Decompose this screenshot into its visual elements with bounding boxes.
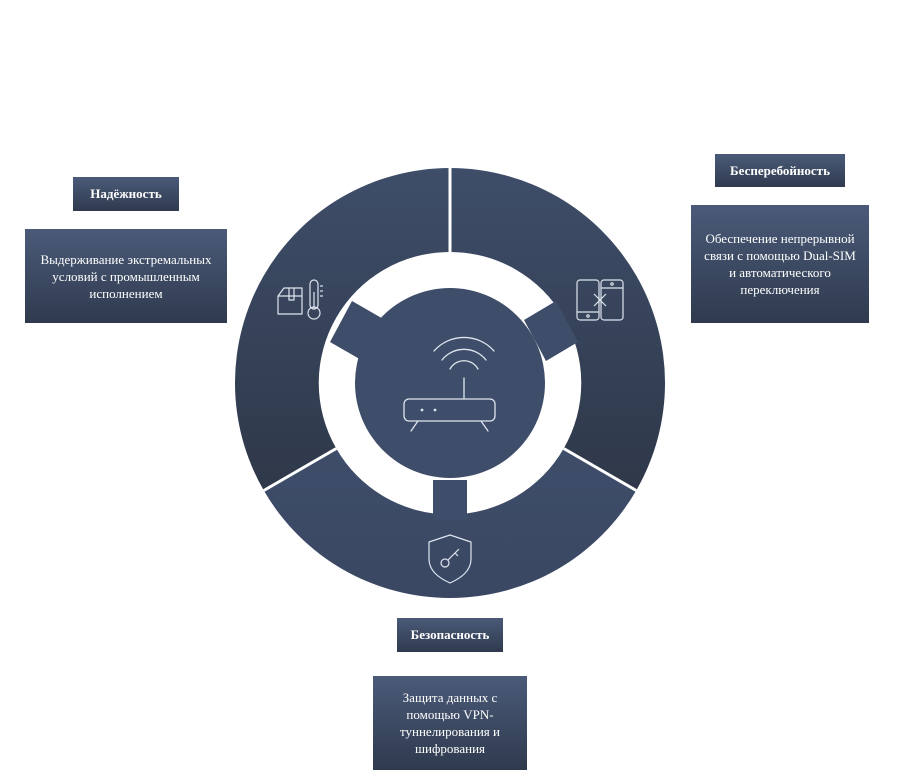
reliability-description: Выдерживание экстремальных условий с про…: [25, 229, 227, 323]
security-title: Безопасность: [397, 618, 503, 652]
segment-uninterrupted: [450, 168, 666, 491]
dual-phone-icon: [576, 279, 624, 321]
wifi-router-icon: [403, 336, 496, 432]
uninterrupted-title: Бесперебойность: [715, 154, 845, 187]
box-thermometer-icon: [277, 279, 323, 320]
shield-key-icon: [428, 534, 472, 584]
reliability-title: Надёжность: [73, 177, 179, 211]
reliability-description-text: Выдерживание экстремальных условий с про…: [40, 251, 212, 301]
uninterrupted-description: Обеспечение непрерывной связи с помощью …: [691, 205, 869, 323]
security-description: Защита данных с помощью VPN-туннелирован…: [373, 676, 527, 770]
segment-security: [263, 448, 637, 599]
uninterrupted-description-text: Обеспечение непрерывной связи с помощью …: [704, 231, 856, 297]
segment-reliability: [234, 168, 450, 491]
security-description-text: Защита данных с помощью VPN-туннелирован…: [400, 690, 500, 756]
center-hub: [355, 288, 545, 478]
